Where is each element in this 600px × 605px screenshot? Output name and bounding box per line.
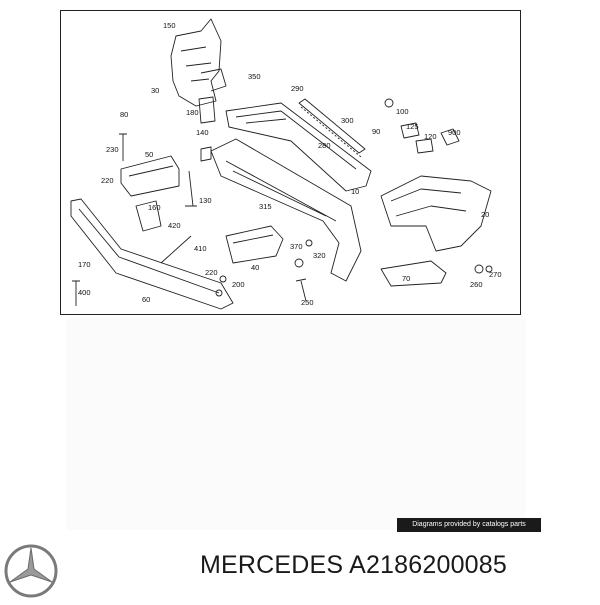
callout-100: 100 bbox=[396, 107, 409, 116]
callout-290: 290 bbox=[291, 84, 304, 93]
cross-member-ribs bbox=[235, 110, 357, 170]
callout-400: 400 bbox=[78, 288, 91, 297]
bumper-bar-60 bbox=[70, 198, 234, 310]
callout-30: 30 bbox=[151, 86, 159, 95]
upper-bracket-detail bbox=[180, 46, 212, 82]
link-410 bbox=[160, 235, 192, 264]
callout-220-upper: 220 bbox=[101, 176, 114, 185]
part-40 bbox=[225, 225, 284, 264]
upper-bracket-flange bbox=[200, 68, 227, 92]
callout-80: 80 bbox=[120, 110, 128, 119]
callout-10: 10 bbox=[351, 187, 359, 196]
nut-270 bbox=[485, 265, 493, 273]
bumper-bar-edge bbox=[78, 208, 220, 294]
part-40-edge bbox=[232, 234, 274, 244]
callout-370: 370 bbox=[290, 242, 303, 251]
main-carrier-ribs bbox=[225, 160, 337, 222]
bolt-400 bbox=[72, 280, 80, 306]
diagram-blank-area bbox=[66, 318, 526, 530]
part-number: A2186200085 bbox=[349, 551, 507, 579]
parts-drawing: 150 30 350 290 100 80 180 300 125 90 120… bbox=[70, 18, 502, 310]
callout-350: 350 bbox=[248, 72, 261, 81]
callout-90: 90 bbox=[372, 127, 380, 136]
bracket-120 bbox=[415, 138, 434, 154]
callout-270: 270 bbox=[489, 270, 502, 279]
main-carrier-315 bbox=[210, 138, 362, 282]
callout-70: 70 bbox=[402, 274, 410, 283]
callout-220-lower: 220 bbox=[205, 268, 218, 277]
parts-diagram: 150 30 350 290 100 80 180 300 125 90 120… bbox=[60, 10, 521, 315]
callout-150: 150 bbox=[163, 21, 176, 30]
callout-320: 320 bbox=[313, 251, 326, 260]
bolt-100 bbox=[384, 98, 394, 108]
callout-280: 280 bbox=[318, 141, 331, 150]
credit-badge: Diagrams provided by catalogs parts bbox=[397, 518, 541, 532]
callout-140: 140 bbox=[196, 128, 209, 137]
bracket-160 bbox=[135, 200, 162, 232]
bracket-50-edge bbox=[128, 165, 174, 177]
callout-20: 20 bbox=[481, 210, 489, 219]
callout-200: 200 bbox=[232, 280, 245, 289]
strap-70 bbox=[380, 260, 447, 287]
callout-50: 50 bbox=[145, 150, 153, 159]
screw-220 bbox=[219, 275, 227, 283]
part-caption: MERCEDES A2186200085 bbox=[200, 551, 507, 580]
callout-120: 120 bbox=[424, 132, 437, 141]
callout-410: 410 bbox=[194, 244, 207, 253]
callout-170: 170 bbox=[78, 260, 91, 269]
bolt-230 bbox=[119, 133, 127, 161]
seal-strip-300 bbox=[298, 98, 366, 154]
callout-160: 160 bbox=[148, 203, 161, 212]
callout-125: 125 bbox=[406, 122, 419, 131]
screw-200 bbox=[215, 289, 223, 297]
callout-130: 130 bbox=[199, 196, 212, 205]
seal-strip-edge bbox=[300, 106, 362, 158]
bracket-180 bbox=[198, 96, 216, 124]
nut-260 bbox=[474, 264, 484, 274]
upper-bracket-part bbox=[170, 18, 222, 107]
bolt-250 bbox=[295, 278, 307, 302]
clip-125 bbox=[400, 122, 420, 139]
callout-60: 60 bbox=[142, 295, 150, 304]
callout-420: 420 bbox=[168, 221, 181, 230]
callout-300: 300 bbox=[341, 116, 354, 125]
callout-315: 315 bbox=[259, 202, 272, 211]
callout-250: 250 bbox=[301, 298, 314, 307]
cap-900 bbox=[440, 128, 460, 146]
part-140 bbox=[200, 146, 212, 162]
side-panel-ribs bbox=[390, 188, 467, 217]
nut-370 bbox=[305, 239, 313, 247]
brand-name: MERCEDES bbox=[200, 551, 344, 579]
bolt-320 bbox=[294, 258, 304, 268]
side-panel-20 bbox=[380, 175, 492, 252]
callout-230: 230 bbox=[106, 145, 119, 154]
callout-180: 180 bbox=[186, 108, 199, 117]
rod-130 bbox=[185, 170, 197, 207]
mercedes-star-logo-icon bbox=[2, 542, 60, 600]
callout-40: 40 bbox=[251, 263, 259, 272]
callout-260: 260 bbox=[470, 280, 483, 289]
callout-900: 900 bbox=[448, 128, 461, 137]
cross-member-10 bbox=[225, 102, 372, 192]
bracket-50 bbox=[120, 155, 180, 197]
